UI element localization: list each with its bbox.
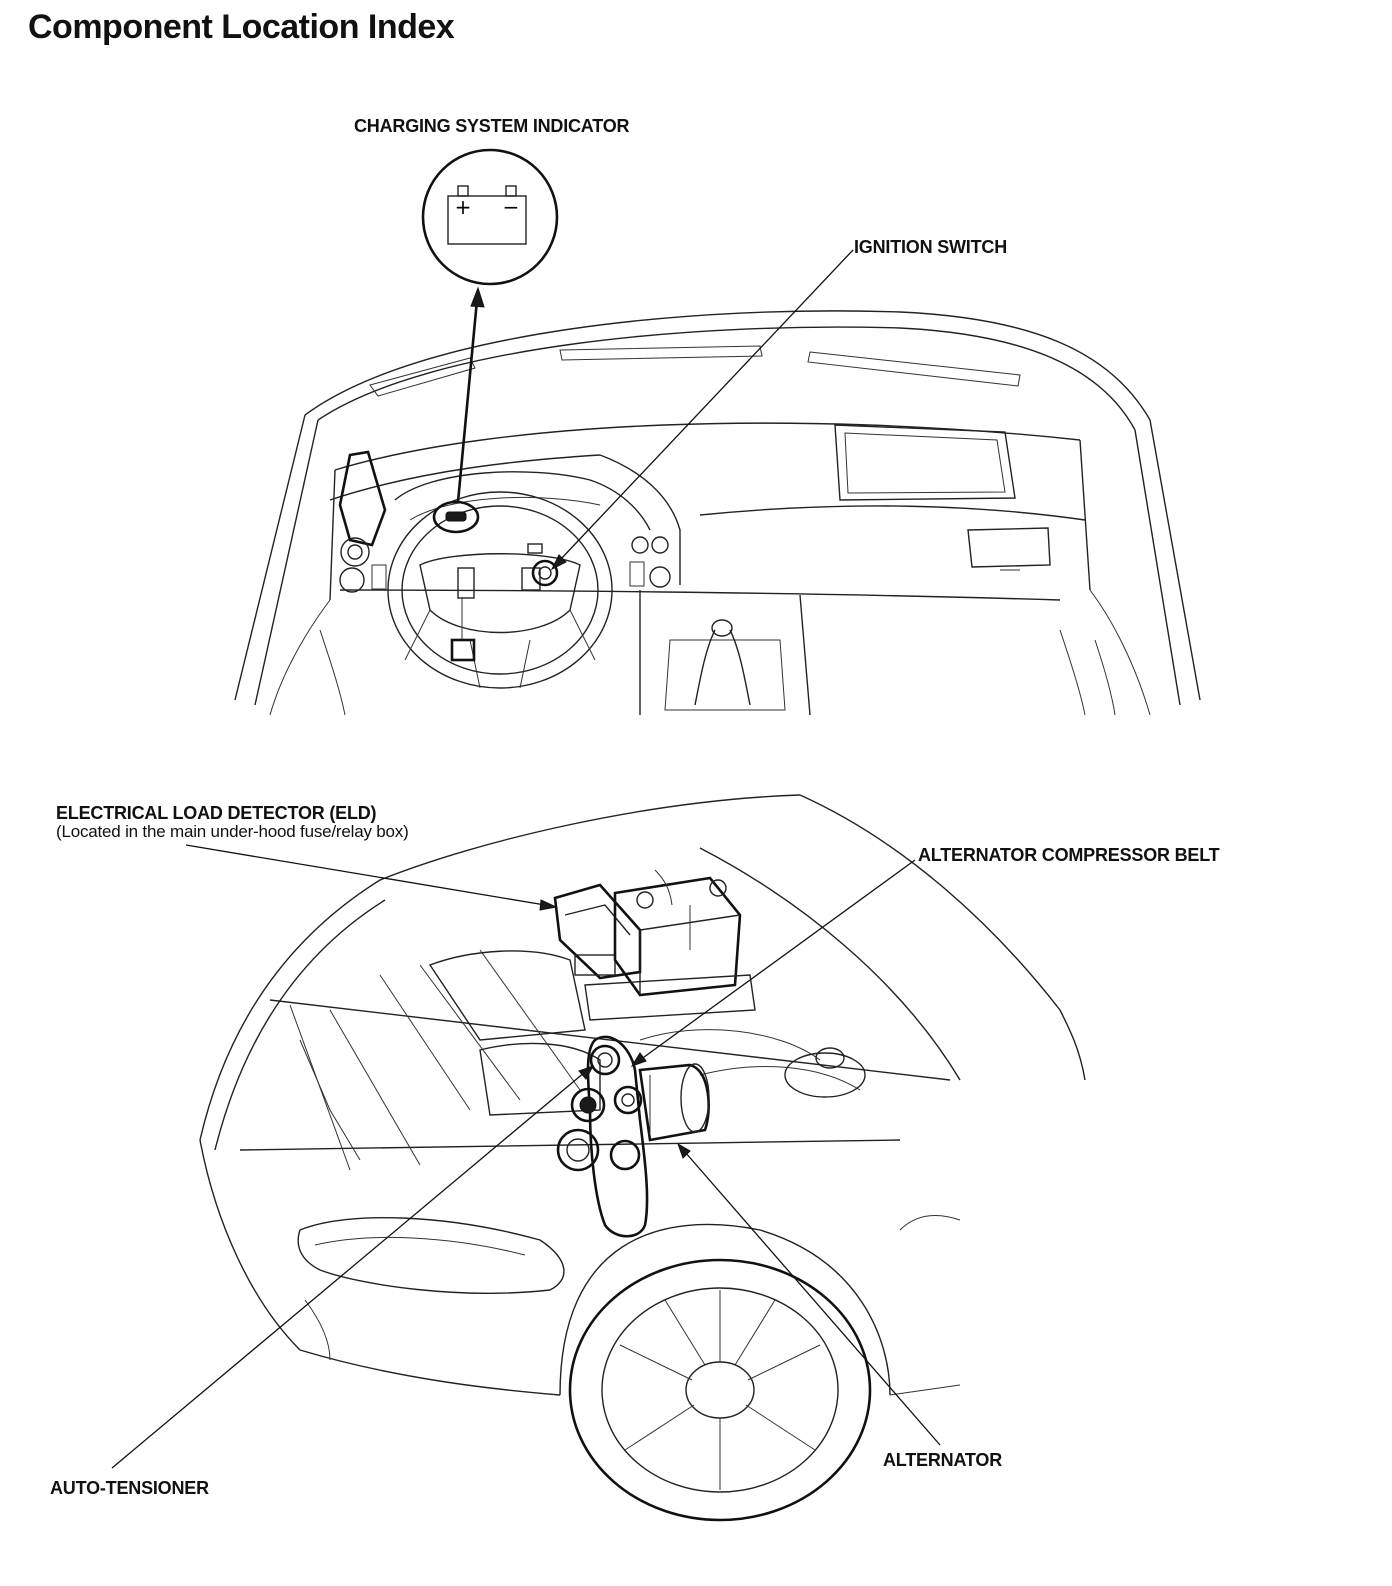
page-title: Component Location Index [28, 8, 455, 46]
label-alternator-compressor-belt: ALTERNATOR COMPRESSOR BELT [918, 845, 1220, 865]
charging-system-indicator-bubble [421, 148, 559, 286]
battery-minus-symbol: − [503, 195, 520, 219]
leader-alternator-compressor-belt [630, 859, 916, 1067]
leader-alternator [677, 1142, 941, 1446]
battery-plus-symbol: + [455, 195, 472, 219]
leader-auto-tensioner [111, 1065, 595, 1469]
label-eld: ELECTRICAL LOAD DETECTOR (ELD) (Located … [56, 803, 409, 842]
label-alternator: ALTERNATOR [883, 1450, 1002, 1470]
label-eld-title: ELECTRICAL LOAD DETECTOR (ELD) [56, 803, 377, 823]
dashboard-illustration [234, 310, 1201, 716]
leader-ignition-switch [550, 249, 854, 571]
label-auto-tensioner: AUTO-TENSIONER [50, 1478, 209, 1498]
engine-bay-illustration [199, 794, 1086, 1522]
label-ignition-switch: IGNITION SWITCH [854, 237, 1007, 257]
leader-charging-indicator [456, 286, 485, 503]
label-eld-note: (Located in the main under-hood fuse/rel… [56, 822, 409, 841]
label-charging-system-indicator: CHARGING SYSTEM INDICATOR [354, 116, 630, 136]
leader-eld [185, 844, 558, 911]
